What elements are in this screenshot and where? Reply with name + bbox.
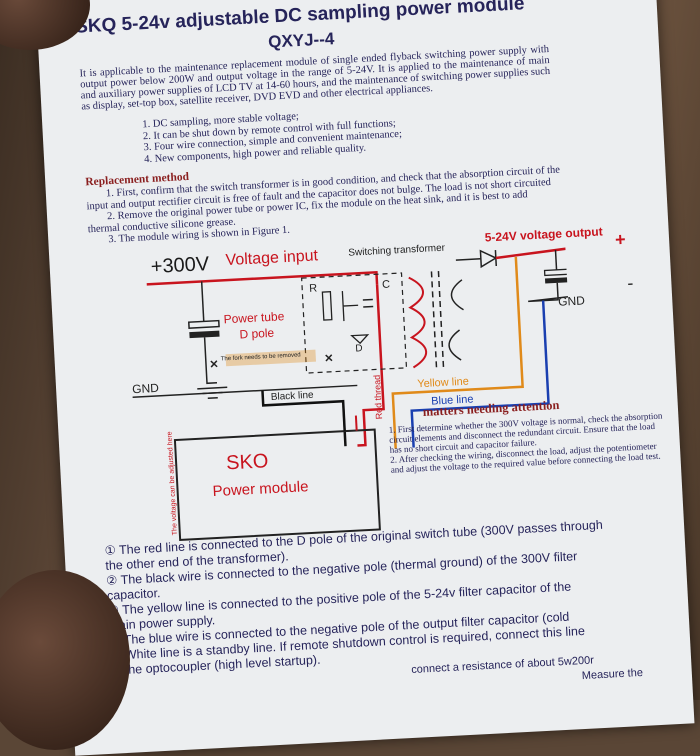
red-300v-line [146,270,379,286]
filter-capacitor-symbol [187,319,220,329]
module-name-label: SKO [225,450,269,475]
attention-section: matters needing attention 1. First deter… [387,392,665,475]
r-label: R [308,282,318,295]
gnd-left-label: GND [131,380,160,397]
intro-paragraph: It is applicable to the maintenance repl… [79,43,551,113]
black-line-label: Black line [270,389,314,403]
yellow-line-wire [391,256,524,449]
feature-list: 1. DC sampling, more stable voltage; 2. … [142,106,403,165]
transformer-secondary [448,279,464,361]
filter-capacitor-symbol-neg [189,330,220,339]
d-label: D [355,343,363,355]
wiring-notes: ① The red line is connected to the D pol… [104,515,672,709]
d-pole-label: D pole [239,325,275,342]
power-module-box [173,428,381,541]
red-thread-line [357,284,385,447]
model-number: QXYJ--4 [267,29,335,52]
snubber-box [301,272,408,374]
blue-line-wire [410,300,550,448]
plus-terminal: + [614,229,627,250]
transformer-primary [408,276,428,369]
c-label: C [381,278,391,291]
instruction-sheet: SKQ 5-24v adjustable DC sampling power m… [35,0,695,756]
gnd-right-label: GND [557,293,586,309]
output-diode [479,249,498,269]
minus-terminal: - [626,272,634,294]
wiring-diagram-lines [132,240,580,541]
output-positive-line [495,240,580,260]
v300-label: +300V [150,253,210,279]
wiring-diagram: +300V Voltage input Switching transforme… [85,224,634,549]
